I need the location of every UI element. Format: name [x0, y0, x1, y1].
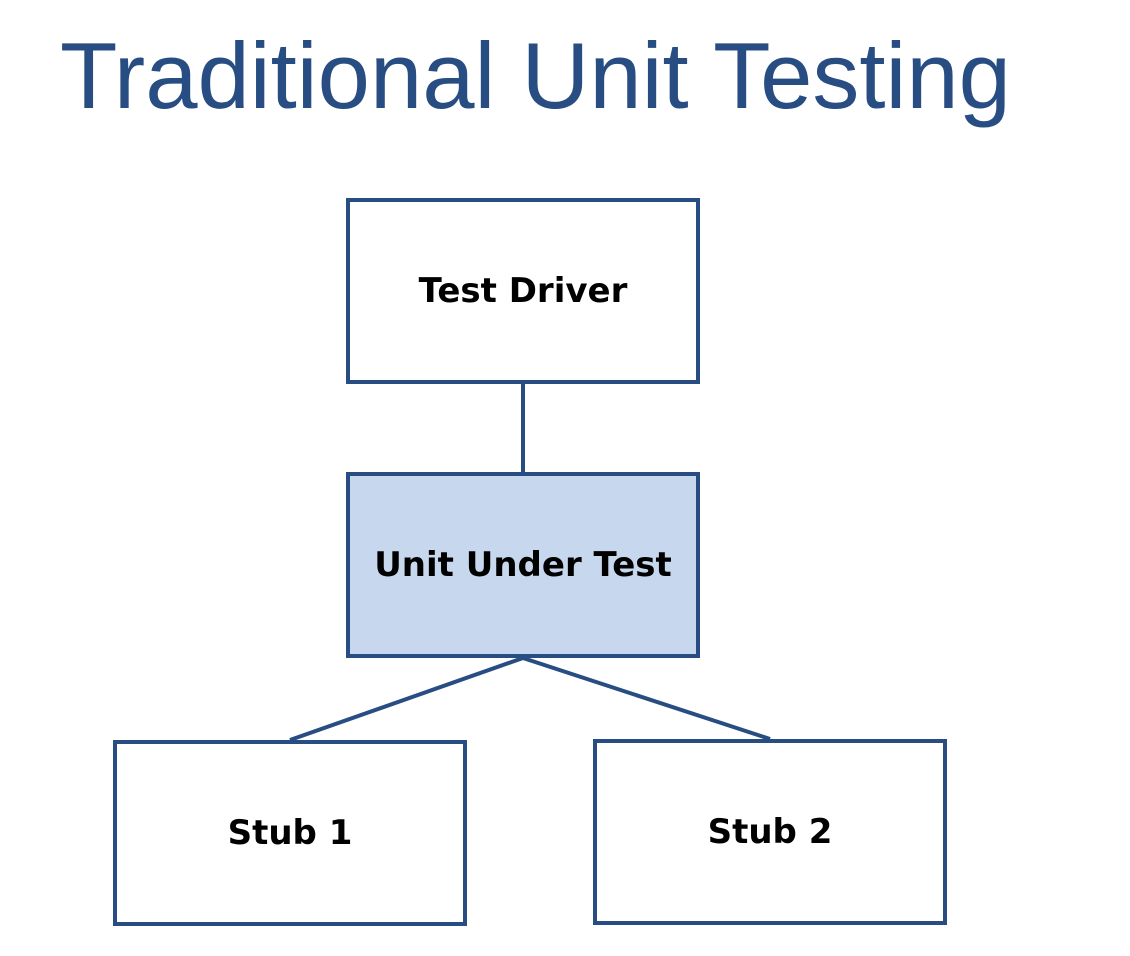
edge-unit-to-stub-2 — [522, 656, 771, 741]
stub-1-box: Stub 1 — [113, 740, 467, 926]
stub-2-label: Stub 2 — [707, 812, 833, 852]
slide-title: Traditional Unit Testing — [60, 23, 1011, 128]
stub-1-label: Stub 1 — [227, 813, 353, 853]
test-driver-label: Test Driver — [418, 271, 628, 311]
edge-unit-to-stub-1 — [289, 656, 524, 742]
stub-2-box: Stub 2 — [593, 739, 947, 925]
unit-under-test-label: Unit Under Test — [374, 545, 672, 585]
unit-under-test-box: Unit Under Test — [346, 472, 700, 658]
test-driver-box: Test Driver — [346, 198, 700, 384]
